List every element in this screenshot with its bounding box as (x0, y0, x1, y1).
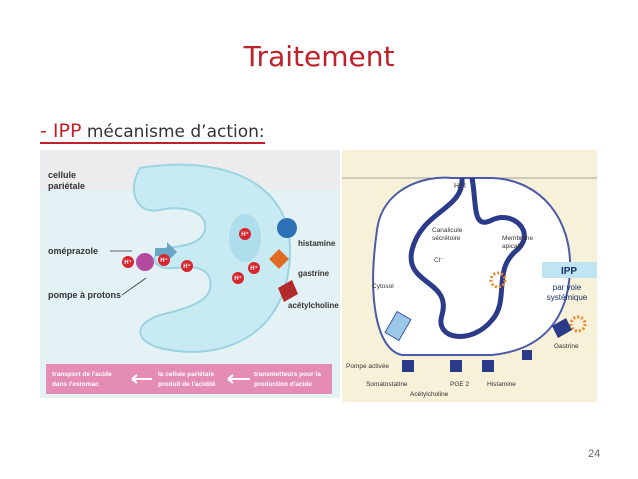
arrow-left-icon-2 (227, 374, 250, 384)
page-number: 24 (588, 448, 601, 460)
bar-text-3a: transmetteurs pour la (254, 371, 321, 378)
parietal-cell-diagram: cellule pariétale oméprazole pompe à pro… (40, 150, 340, 398)
bar-text-1b: dans l'estomac (52, 381, 99, 388)
label-canalicule-2: sécrétoire (432, 235, 461, 242)
label-histamine: Histamine (487, 381, 516, 388)
label-chloride: Cl⁻ (434, 257, 444, 264)
label-pompe: Pompe activée (346, 363, 389, 370)
gastrine-receptor-icon (552, 318, 572, 338)
gastrine-receptor-icon (269, 249, 289, 269)
label-pge2: PGE 2 (450, 381, 470, 388)
label-acetylcholine: Acétylcholine (410, 391, 449, 398)
proton-pump-icon (136, 253, 154, 271)
extra-receptor-icon (522, 350, 532, 360)
bar-text-3b: production d'acide (254, 381, 312, 388)
label-proton-pump: pompe à protons (48, 290, 121, 300)
subtitle-mechanism: mécanisme d’action: (81, 122, 265, 142)
arrow-left-icon-1 (131, 374, 152, 384)
arrow-icon (155, 242, 177, 262)
label-canalicule: Canalicule (432, 227, 463, 234)
canaliculus (408, 177, 527, 339)
label-gastrine: gastrine (298, 269, 330, 278)
acetylcholine-receptor-icon (278, 280, 298, 302)
label-acetylcholine: acétylcholine (288, 301, 339, 310)
ion-h3: H⁺ (183, 263, 191, 270)
label-cytosol: Cytosol (372, 283, 394, 290)
slide-subtitle: - IPP mécanisme d’action: (40, 120, 265, 144)
parietal-cell-shape (133, 163, 292, 353)
bar-text-2b: produit de l'acidité (158, 381, 216, 388)
ion-h6: H⁺ (241, 231, 249, 238)
label-cell: cellule (48, 170, 76, 180)
label-omeprazole: oméprazole (48, 246, 98, 256)
somatostatine-receptor-icon (402, 360, 414, 372)
histamine-receptor-icon (482, 360, 494, 372)
label-ipp-sub1: par voie (553, 283, 582, 292)
label-gastrine: Gastrine (554, 343, 579, 350)
slide-title: Traitement (243, 40, 395, 73)
pge2-receptor-icon (450, 360, 462, 372)
subtitle-ipp: - IPP (40, 120, 82, 142)
ion-h4: H⁺ (234, 275, 242, 282)
ipp-mechanism-diagram: HCl Canalicule sécrétoire Membrane apica… (342, 150, 597, 402)
label-membrane-2: apicale (502, 243, 523, 250)
ipp-molecule-icon (489, 271, 507, 289)
ion-h1: H⁺ (124, 259, 132, 266)
histamine-receptor-icon (277, 218, 297, 238)
bar-text-2a: la cellule pariétale (158, 371, 214, 378)
label-histamine: histamine (298, 239, 336, 248)
label-somatostatine: Somatostatine (366, 381, 408, 388)
ipp-molecule-icon-2 (569, 315, 587, 333)
ion-h5: H⁺ (250, 265, 258, 272)
label-ipp: IPP (561, 266, 577, 277)
activated-pump-icon (384, 310, 412, 342)
label-hcl: HCl (454, 183, 466, 190)
bar-text-1a: transport de l'acide (52, 371, 112, 378)
label-cell-2: pariétale (48, 181, 85, 191)
process-bar (46, 364, 332, 394)
ion-h2: H⁺ (160, 257, 168, 264)
label-ipp-sub2: systémique (547, 293, 588, 302)
ipp-box (542, 262, 597, 278)
label-membrane: Membrane (502, 235, 533, 242)
